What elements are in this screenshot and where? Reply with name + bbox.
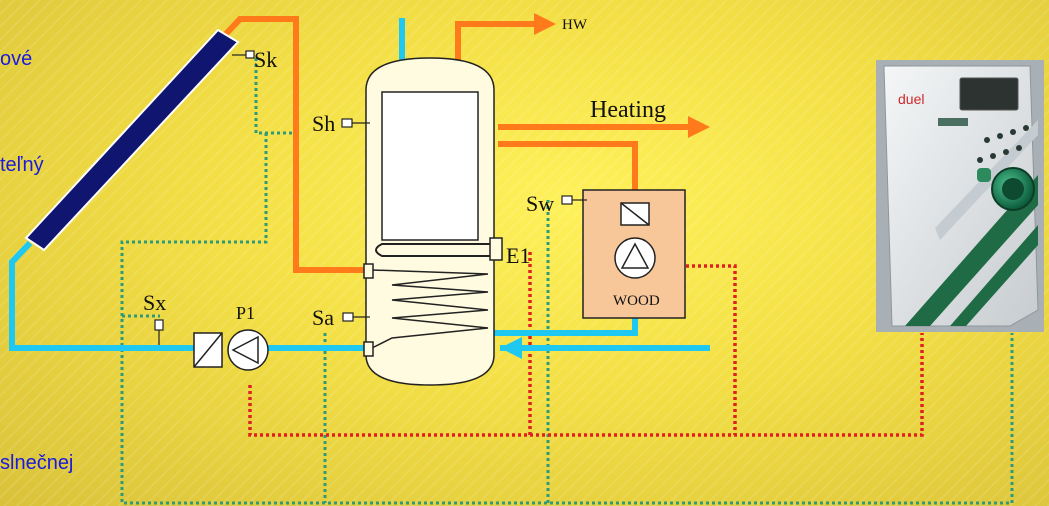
sensor-sh [341,118,370,128]
controller-f-button [977,168,991,182]
hw-arrow-head [534,13,556,35]
label-e1: E1 [506,243,530,268]
label-sa: Sa [312,305,334,330]
tank-upper-zone [381,91,479,241]
coil-connector-bottom [363,341,374,357]
sensor-sk [232,50,255,59]
controller-brand: duel [898,91,924,107]
side-text-1: ové [0,48,33,70]
sensor-sa [342,312,370,322]
label-p1: P1 [236,303,255,323]
heat-exchanger-coil [371,269,489,349]
controller-display [959,77,1019,111]
power-wires [248,252,924,437]
e1-connector [489,237,503,261]
side-text-3: slnečnej [0,452,74,474]
heating-arrow-head [688,116,710,138]
coil-connector-top [363,263,374,279]
controller-device: duel [876,60,1044,332]
label-sk: Sk [254,47,277,72]
sensor-sw [561,195,587,205]
label-wood: WOOD [613,293,660,309]
label-sw: Sw [526,191,554,216]
label-heating: Heating [590,97,666,123]
solar-collector [24,28,240,252]
label-sx: Sx [143,290,166,315]
label-sh: Sh [312,111,335,136]
label-hw: HW [562,17,588,33]
sensor-sx [154,319,164,345]
return-arrow-head [500,337,522,359]
side-text-2: teľný [0,154,44,176]
electric-heater [375,243,492,257]
sensor-wires [120,58,1014,505]
